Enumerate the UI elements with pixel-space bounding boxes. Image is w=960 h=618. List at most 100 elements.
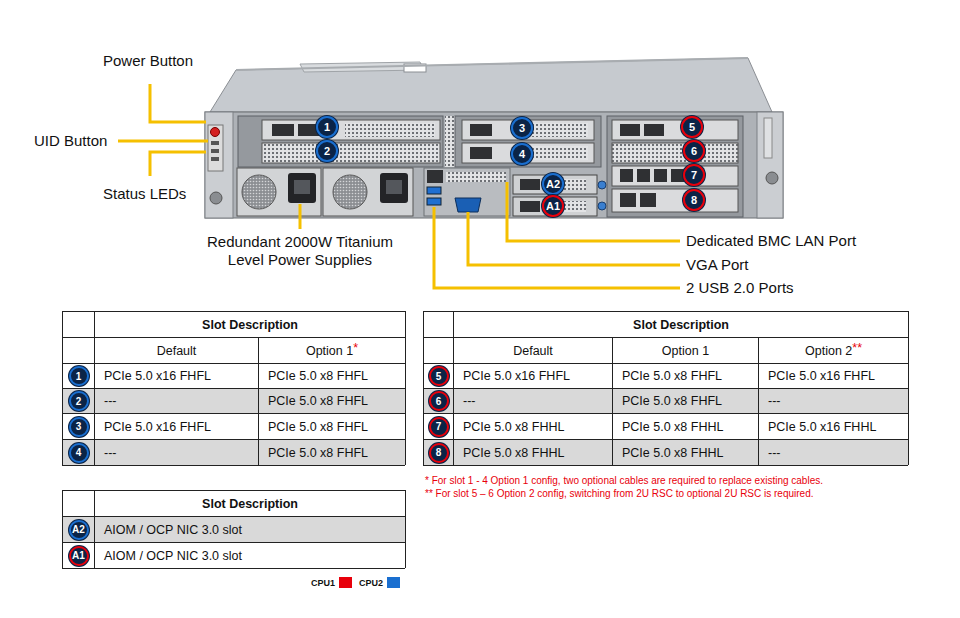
power-supplies	[386, 180, 402, 194]
table-rule	[62, 311, 405, 312]
pcie-slots-left	[238, 116, 443, 167]
table-cell-text: Default	[157, 344, 197, 358]
table-cell: AIOM / OCP NIC 3.0 slot	[95, 517, 405, 542]
table-cell: PCIe 5.0 x16 FHFL	[95, 364, 258, 388]
pcie-slots-middle	[470, 124, 492, 136]
callout-number: 6	[683, 140, 705, 162]
callout-text: 2	[76, 396, 82, 407]
front-panel-controls	[211, 149, 219, 153]
pcie-slots-left	[272, 124, 294, 136]
table-rule	[94, 490, 95, 568]
table-cell: ---	[95, 440, 258, 465]
front-panel-controls	[208, 125, 223, 171]
table-cell-text: PCIe 5.0 x8 FHHL	[622, 420, 723, 434]
legend-swatch	[387, 577, 400, 588]
table-rule	[62, 568, 405, 569]
table-rule	[62, 311, 63, 465]
chassis	[757, 112, 783, 218]
chassis	[236, 58, 748, 70]
table-cell-text: PCIe 5.0 x16 FHFL	[104, 420, 211, 434]
callout-number: 4	[69, 443, 89, 463]
callout-number: 8	[683, 189, 705, 211]
pcie-slots-right	[612, 189, 738, 212]
aiom-slots	[598, 181, 606, 189]
table-cell: ---	[759, 389, 908, 413]
callout-number: 5	[681, 116, 703, 138]
table-cell: PCIe 5.0 x8 FHFL	[259, 414, 405, 439]
leader-lines	[434, 207, 680, 288]
pcie-slots-middle	[455, 116, 601, 167]
callout-text: 1	[76, 371, 82, 382]
callout-label: VGA Port	[686, 256, 749, 274]
pcie-slots-middle	[445, 116, 601, 167]
table-cell-text: PCIe 5.0 x16 FHHL	[768, 420, 876, 434]
table-rule	[423, 363, 908, 364]
table-cell: PCIe 5.0 x8 FHHL	[613, 414, 758, 439]
callout-text: A2	[546, 178, 560, 190]
callout-label: 2 USB 2.0 Ports	[686, 279, 794, 297]
table-cell-text: PCIe 5.0 x8 FHHL	[622, 446, 723, 460]
table-cell: Slot Description	[454, 312, 908, 337]
table-cell: Slot Description	[95, 491, 405, 516]
table-rule	[758, 337, 759, 465]
table-cell: PCIe 5.0 x8 FHHL	[454, 414, 612, 439]
aiom-slots	[513, 175, 606, 216]
rear-io-ports	[427, 187, 441, 194]
table-cell: ---	[454, 389, 612, 413]
pcie-slots-left	[238, 116, 443, 167]
callout-number: 7	[683, 164, 705, 186]
callout-text: 8	[436, 447, 442, 458]
callout-text: 6	[691, 145, 697, 157]
front-panel-controls	[211, 157, 219, 161]
table-rule	[94, 311, 95, 465]
table-rule	[423, 388, 908, 389]
power-supplies	[323, 168, 413, 216]
callout-text: 8	[691, 194, 697, 206]
power-supplies	[242, 175, 276, 209]
pcie-slots-middle	[470, 147, 492, 159]
pcie-slots-middle	[532, 146, 588, 160]
callout-label: UID Button	[34, 132, 107, 150]
table-cell: PCIe 5.0 x8 FHFL	[259, 440, 405, 465]
power-supplies	[380, 173, 408, 203]
power-supplies	[237, 168, 413, 216]
pcie-slots-right	[654, 169, 667, 182]
callout-number: 8	[429, 443, 449, 463]
table-cell-text: PCIe 5.0 x8 FHFL	[268, 394, 368, 408]
legend-label: CPU1	[311, 578, 335, 588]
row-shading	[423, 388, 908, 413]
table-header: Slot Description	[202, 318, 298, 332]
table-rule	[405, 311, 406, 465]
pcie-slots-right	[644, 124, 664, 136]
power-supplies	[294, 180, 310, 194]
table-cell: Option 1*	[259, 338, 405, 363]
pcie-slots-right	[620, 169, 633, 182]
callout-text: A1	[72, 550, 85, 561]
leader-lines	[299, 204, 302, 229]
table-header: Slot Description	[633, 318, 729, 332]
leader-lines	[118, 140, 208, 143]
table-rule	[405, 490, 406, 568]
aiom-slots	[546, 179, 586, 190]
callout-number: 3	[511, 117, 533, 139]
table-rule	[423, 439, 908, 440]
leader-lines	[468, 212, 680, 265]
table-rule	[423, 413, 908, 414]
table-rule	[62, 413, 405, 414]
table-cell: PCIe 5.0 x16 FHHL	[759, 414, 908, 439]
rear-io-ports	[427, 170, 443, 183]
table-cell-text: PCIe 5.0 x8 FHHL	[463, 420, 564, 434]
aiom-slots	[598, 202, 606, 210]
table-cell-text: ---	[768, 394, 781, 408]
callout-label: Redundant 2000W Titanium Level Power Sup…	[180, 233, 420, 269]
callout-text: 1	[324, 121, 330, 133]
table-cell-text: PCIe 5.0 x8 FHFL	[622, 369, 722, 383]
table-cell-text: Option 2	[805, 344, 852, 358]
pcie-slots-left	[262, 120, 440, 140]
power-supplies	[333, 175, 367, 209]
table-rule	[62, 363, 405, 364]
table-rule	[423, 337, 908, 338]
leader-lines	[150, 152, 206, 176]
table-cell-text: PCIe 5.0 x16 FHFL	[104, 369, 211, 383]
